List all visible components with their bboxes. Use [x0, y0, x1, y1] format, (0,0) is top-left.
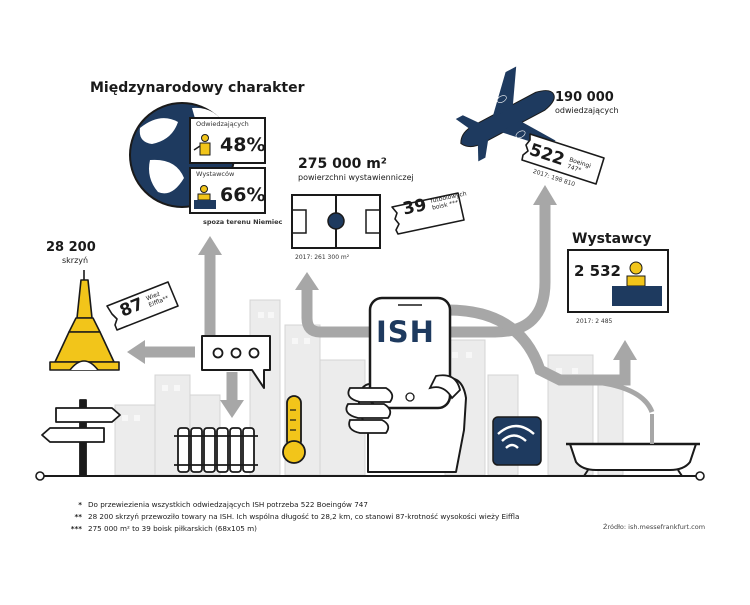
exhibitors-percent: 66% [220, 184, 266, 206]
exhibitors-label: Wystawców [196, 170, 235, 178]
bathtub-icon [566, 414, 700, 477]
area-prev-year: 2017: 261 300 m² [295, 254, 350, 261]
footnote-1: *Do przewiezienia wszystkich odwiedzając… [78, 500, 368, 509]
eiffel-tower-icon [49, 279, 120, 371]
phone-brand: ISH [376, 315, 435, 349]
visitor-person-icon [193, 134, 211, 156]
area-label: powierzchni wystawienniczej [298, 173, 414, 182]
thermometer-icon [282, 395, 306, 464]
football-pitch-icon [291, 194, 381, 249]
international-title: Międzynarodowy charakter [90, 80, 305, 96]
exhibitor-person-icon [194, 185, 216, 209]
source-credit: Źródło: ish.messefrankfurt.com [603, 523, 706, 531]
international-note: spoza terenu Niemiec [203, 218, 283, 226]
hand-holding-phone-icon [345, 296, 467, 473]
chat-bubble-icon [201, 335, 271, 389]
boeing-count-tag [521, 133, 605, 185]
visitors-percent: 48% [220, 134, 266, 156]
radiator-icon [174, 427, 258, 473]
footnote-2: **28 200 skrzyń przewoziło towary na ISH… [74, 512, 520, 521]
exhibitors-title: Wystawcy [572, 231, 652, 247]
crates-value: 28 200 [46, 240, 96, 255]
visitors-total-label: odwiedzających [555, 106, 619, 115]
arrow-heads [127, 185, 637, 418]
pitch-count-tag [391, 192, 465, 235]
exhibitors-prev-year: 2017: 2 485 [576, 318, 613, 325]
visitors-label: Odwiedzających [196, 120, 249, 128]
signpost-icon [41, 399, 121, 477]
wireless-signal-icon [492, 416, 542, 466]
eiffel-count-tag [106, 281, 179, 331]
crates-label: skrzyń [62, 256, 89, 265]
smartphone-icon [368, 296, 452, 410]
exhibitor-booth-icon [567, 249, 669, 313]
visitors-total: 190 000 [555, 90, 614, 105]
pitch-stars: *** [448, 198, 459, 208]
connector-arrows [140, 200, 631, 405]
exhibitors-value: 2 532 [574, 262, 621, 280]
area-value: 275 000 m² [298, 156, 387, 172]
footnote-3: ***275 000 m² to 39 boisk piłkarskich (6… [70, 524, 257, 533]
